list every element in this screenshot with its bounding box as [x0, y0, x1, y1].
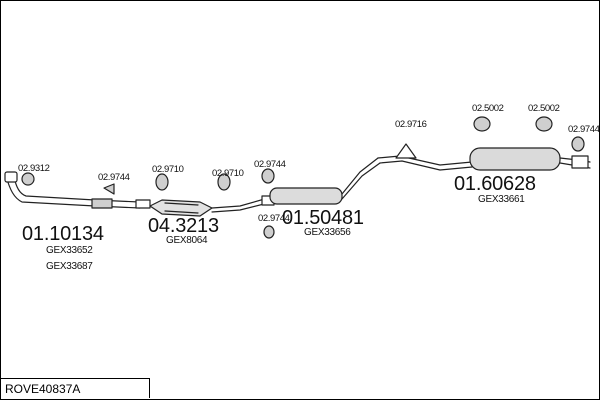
part-label: 02.5002	[528, 103, 560, 114]
section-part-number: 01.60628	[454, 173, 536, 195]
part-label: 02.9710	[212, 168, 244, 179]
section-ref: GEX8064	[166, 235, 208, 246]
section-part-number: 01.10134	[22, 223, 104, 245]
diagram-code-box: ROVE40837A	[1, 378, 150, 398]
section-ref: GEX33687	[46, 261, 93, 272]
front-pipe	[4, 171, 151, 209]
part-label: 02.9312	[18, 163, 50, 174]
middle-silencer	[269, 155, 473, 205]
section-ref: GEX33656	[304, 227, 351, 238]
part-label: 02.9710	[152, 164, 184, 175]
diagram-code: ROVE40837A	[5, 382, 81, 396]
section-ref: GEX33661	[478, 194, 525, 205]
section-part-number: 01.50481	[282, 207, 364, 229]
part-label: 02.9744	[254, 159, 286, 170]
part-label: 02.9716	[395, 119, 427, 130]
part-label: 02.9744	[258, 213, 290, 224]
section-part-number: 04.3213	[148, 215, 219, 237]
part-label: 02.9744	[98, 172, 130, 183]
hanger-icons	[21, 116, 585, 239]
part-label: 02.5002	[472, 103, 504, 114]
section-ref: GEX33652	[46, 245, 93, 256]
part-label: 02.9744	[568, 124, 600, 135]
rear-silencer	[469, 147, 591, 171]
catalytic-converter	[149, 195, 275, 217]
